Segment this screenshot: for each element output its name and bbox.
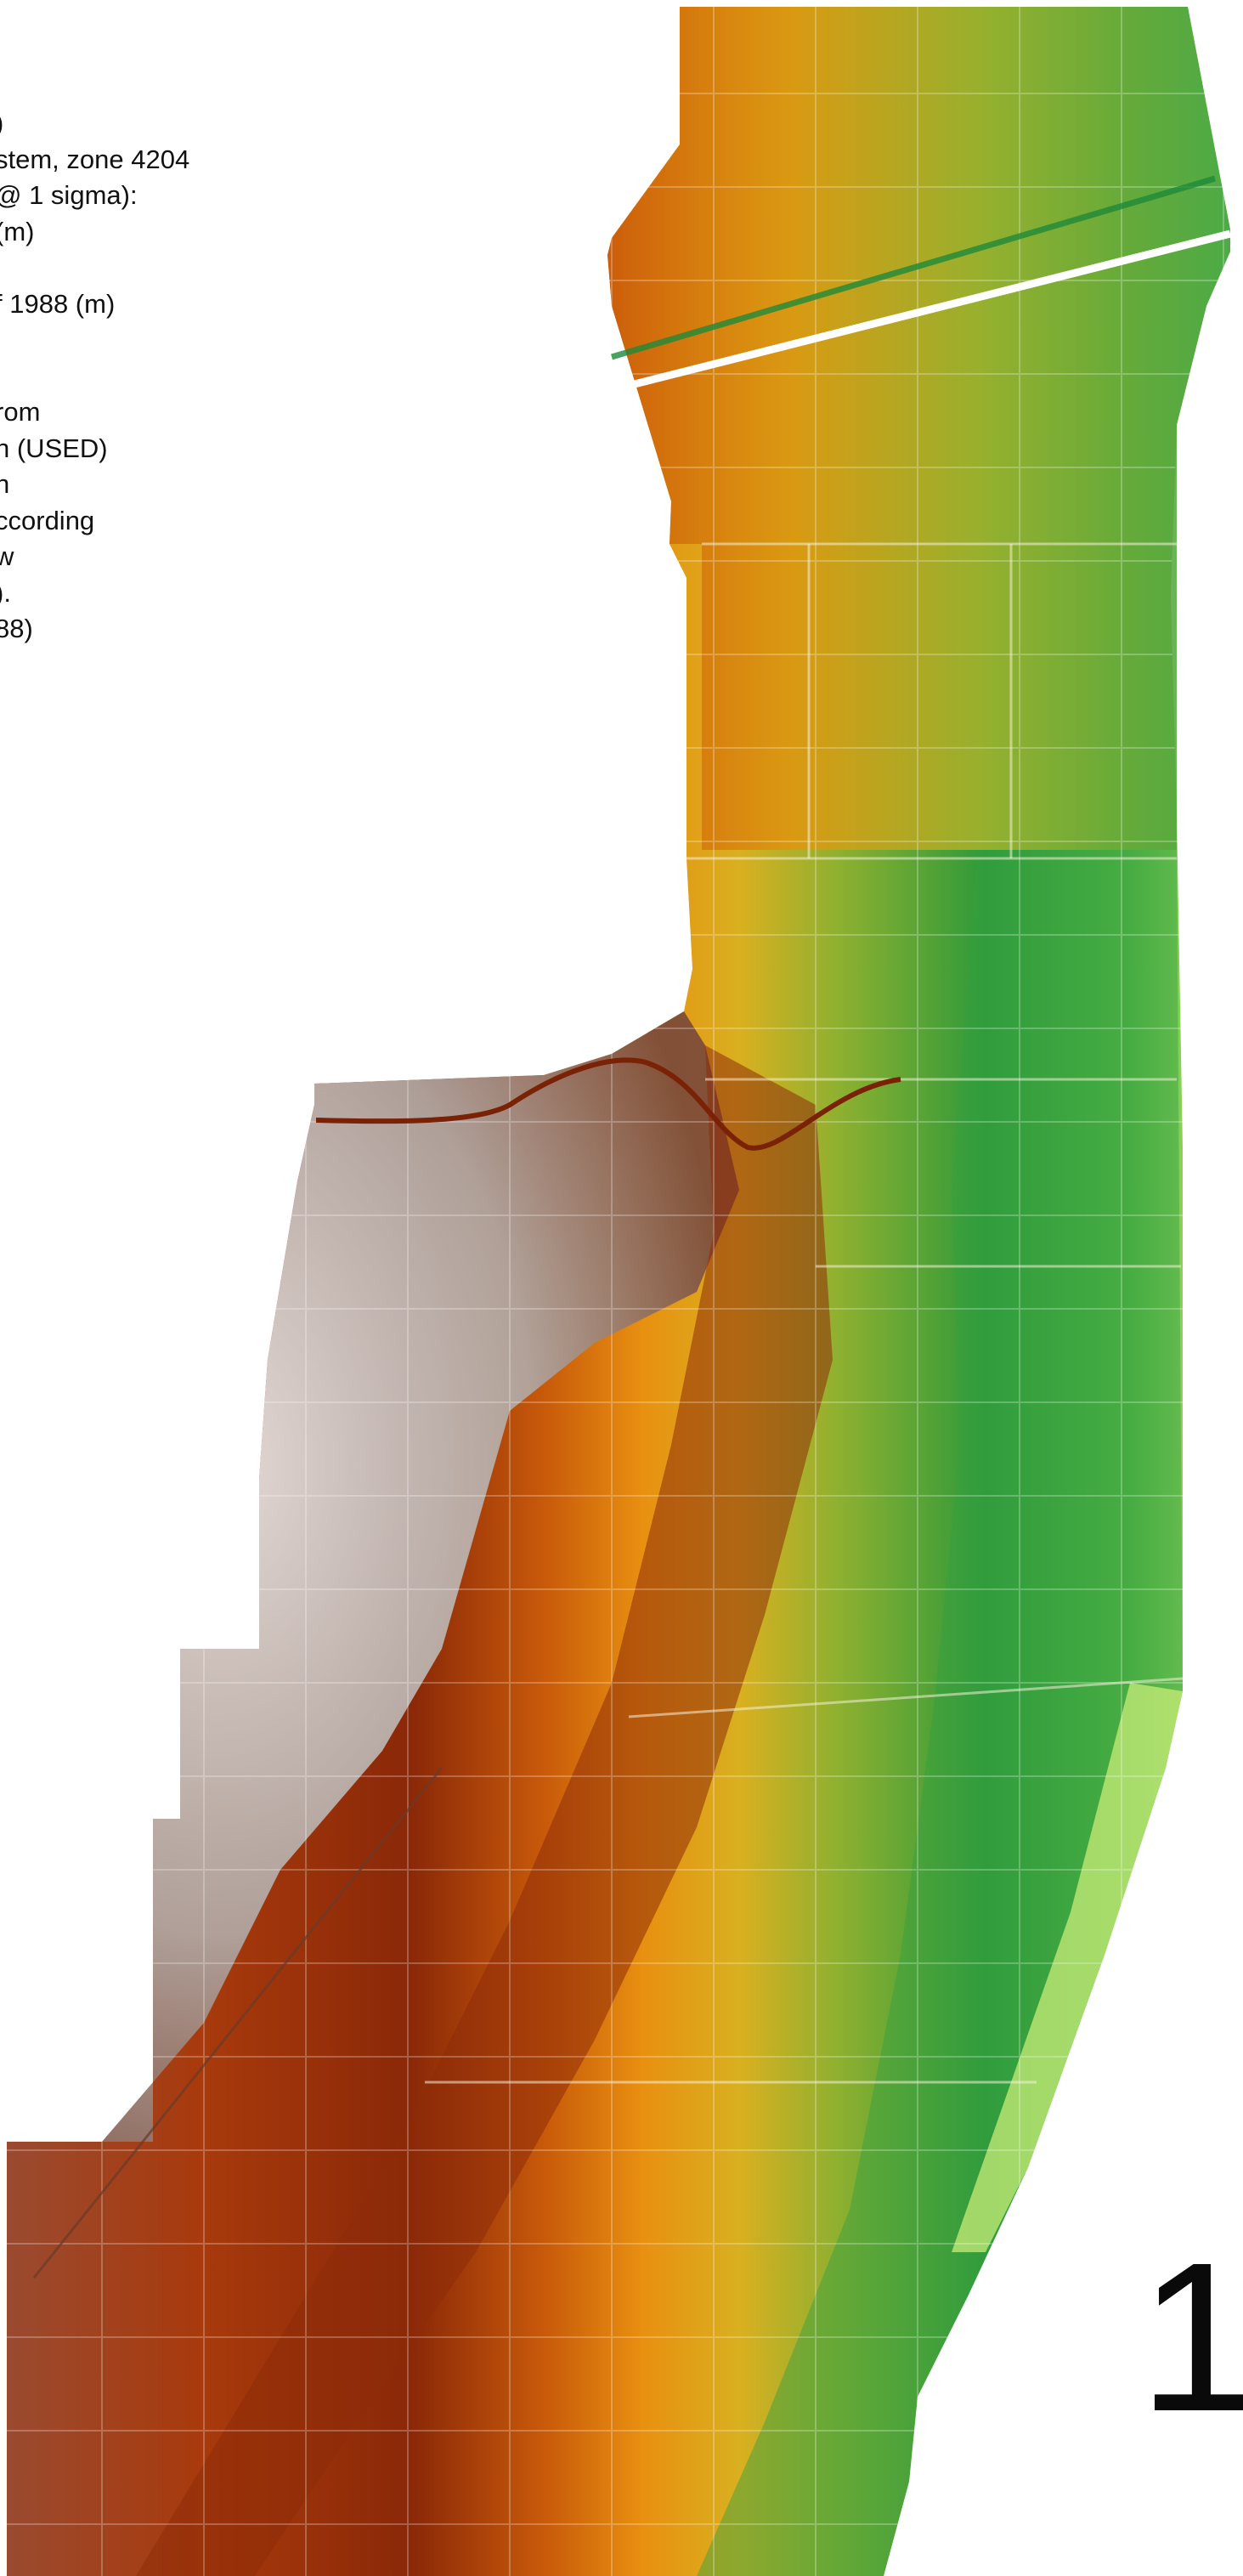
note-line <box>0 359 250 395</box>
note-line: @ 1 sigma): <box>0 180 138 210</box>
note-line: stem, zone 4204 <box>0 144 190 174</box>
map-levee-road-inner <box>611 175 1216 360</box>
sheet-number: 1 <box>1138 2218 1243 2455</box>
note-line: f 1988 (m) <box>0 288 116 319</box>
note-line: (m) <box>0 216 35 246</box>
note-line <box>0 322 250 359</box>
map-levee-road <box>606 229 1232 395</box>
note-line: ) <box>0 105 250 142</box>
note-line <box>0 250 250 286</box>
map-notes: ) stem, zone 4204 @ 1 sigma): (m) f 1988… <box>0 105 250 648</box>
map-drainage-line <box>32 1767 444 2279</box>
note-line: ccording <box>0 505 95 535</box>
map-field-boundaries <box>425 542 1184 2084</box>
note-line: 88) <box>0 614 33 643</box>
note-line: n (USED) <box>0 433 108 463</box>
note-line: w <box>0 541 14 571</box>
note-line: ). <box>0 577 11 608</box>
note-line: rom <box>0 397 41 427</box>
map-creek <box>315 1057 901 1151</box>
note-line: n <box>0 469 10 499</box>
map-field-grid <box>7 7 1230 2576</box>
